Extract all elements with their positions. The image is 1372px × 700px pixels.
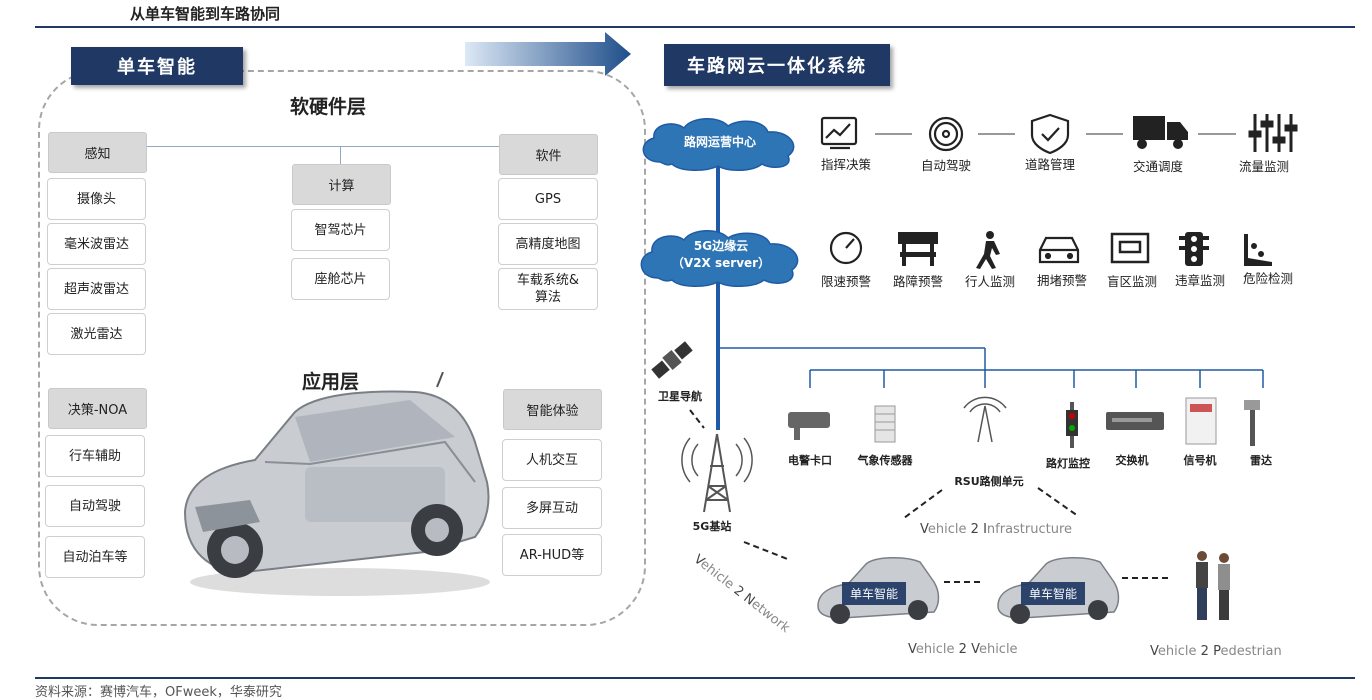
perception-item: 超声波雷达 (47, 268, 146, 310)
device-label-weather: 气象传感器 (857, 454, 913, 467)
service-label-command: 指挥决策 (820, 157, 871, 172)
software-item: GPS (498, 178, 598, 220)
speedometer-icon (829, 231, 863, 265)
roadblock-icon (898, 232, 938, 266)
v2i-label: Vehicle 2 Infrastructure (920, 522, 1073, 537)
service-label-dispatch: 交通调度 (1132, 159, 1183, 174)
car-cutaway-illustration (183, 372, 490, 596)
compute-header: 计算 (292, 164, 391, 205)
device-label-switch: 交换机 (1115, 454, 1149, 467)
perception-item: 摄像头 (47, 178, 146, 220)
service-label-flow: 流量监测 (1238, 159, 1289, 174)
shield-check-icon (1030, 113, 1070, 155)
device-label-camera: 电警卡口 (788, 454, 832, 467)
decision-item: 自动驾驶 (45, 485, 145, 527)
device-label-streetlight: 路灯监控 (1046, 457, 1090, 470)
compute-connector (340, 146, 341, 164)
top-divider (35, 26, 1355, 28)
bottom-divider (35, 677, 1355, 679)
vehicle-intelligence-header: 单车智能 (71, 47, 243, 85)
satellite-label: 卫星导航 (658, 390, 702, 403)
street-light-icon (1066, 402, 1078, 448)
v2p-label: Vehicle 2 Pedestrian (1150, 644, 1282, 659)
transition-arrow (465, 32, 631, 76)
sliders-icon (1248, 114, 1298, 152)
edge-label-blindspot: 盲区监测 (1106, 274, 1157, 289)
vehicle-intelligence-frame (38, 70, 646, 626)
edge-services-icons (829, 231, 1272, 269)
perception-item: 激光雷达 (47, 313, 146, 355)
service-label-road-mgmt: 道路管理 (1024, 157, 1075, 172)
device-label-radar: 雷达 (1250, 454, 1272, 467)
camera-icon (788, 412, 830, 440)
rsu-tower-icon (963, 396, 1007, 443)
device-label-signal: 信号机 (1183, 454, 1217, 467)
software-item: 车载系统& 算法 (498, 268, 598, 310)
layer-connector (145, 146, 499, 147)
car-front-icon (1038, 236, 1080, 264)
cloud-operation-center-label: 路网运营中心 (683, 135, 756, 149)
edge-cloud-label-line2: （V2X server） (671, 256, 771, 270)
service-label-autodrive: 自动驾驶 (920, 158, 971, 173)
communication-arrows (689, 409, 1170, 583)
page-title: 从单车智能到车路协同 (130, 5, 281, 23)
cloud-operation-center-shape (642, 118, 795, 171)
landslide-icon (1244, 234, 1272, 266)
edge-label-roadblock: 路障预警 (892, 274, 943, 289)
software-item: 高精度地图 (498, 223, 598, 265)
traffic-light-icon (1179, 232, 1209, 266)
vehicle-right-tag: 单车智能 (1021, 582, 1086, 605)
compute-item: 座舱芯片 (291, 258, 390, 300)
edge-label-congestion: 拥堵预警 (1036, 273, 1087, 288)
switch-icon (1106, 412, 1164, 430)
decision-item: 自动泊车等 (45, 536, 145, 578)
steering-wheel-icon (928, 116, 964, 152)
application-layer-title: 应用层 (302, 371, 360, 393)
decision-item: 行车辅助 (45, 435, 145, 477)
rsu-label: RSU路侧单元 (954, 475, 1024, 488)
edge-cloud-shape (640, 230, 799, 287)
signal-controller-icon (1185, 397, 1217, 445)
backbone-line (716, 150, 720, 430)
weather-sensor-icon (874, 405, 896, 443)
truck-icon (1133, 116, 1188, 149)
vehicle-left-tag: 单车智能 (842, 582, 907, 605)
satellite-icon (651, 341, 693, 379)
edge-label-speed: 限速预警 (820, 274, 871, 289)
radar-icon (1244, 400, 1260, 446)
software-header: 软件 (499, 134, 598, 175)
device-bus-lines (718, 347, 1264, 388)
roadside-devices-icons (788, 396, 1260, 448)
compute-item: 智驾芯片 (291, 209, 390, 251)
integrated-system-header: 车路网云一体化系统 (664, 44, 890, 86)
base-station-label: 5G基站 (692, 520, 732, 533)
edge-label-violation: 违章监测 (1174, 273, 1225, 288)
pedestrians-illustration (1196, 551, 1230, 620)
experience-item: AR-HUD等 (502, 534, 602, 576)
edge-cloud-label-line1: 5G边缘云 (693, 239, 749, 253)
source-note: 资料来源：赛博汽车，OFweek，华泰研究 (35, 685, 282, 700)
experience-item: 人机交互 (502, 439, 602, 481)
experience-header: 智能体验 (503, 389, 602, 430)
decision-header: 决策-NOA (48, 388, 147, 429)
v2v-label: Vehicle 2 Vehicle (908, 642, 1018, 657)
base-station-tower-icon (681, 433, 753, 513)
software-hardware-layer-title: 软硬件层 (290, 96, 367, 118)
screen-icon (1110, 232, 1150, 264)
center-services-icons (820, 113, 1298, 155)
edge-label-pedestrian: 行人监测 (964, 274, 1015, 289)
monitor-chart-icon (820, 116, 858, 150)
pedestrian-icon (976, 231, 1000, 269)
experience-item: 多屏互动 (502, 487, 602, 529)
perception-header: 感知 (48, 132, 147, 173)
edge-label-hazard: 危险检测 (1242, 271, 1293, 286)
perception-item: 毫米波雷达 (47, 223, 146, 265)
